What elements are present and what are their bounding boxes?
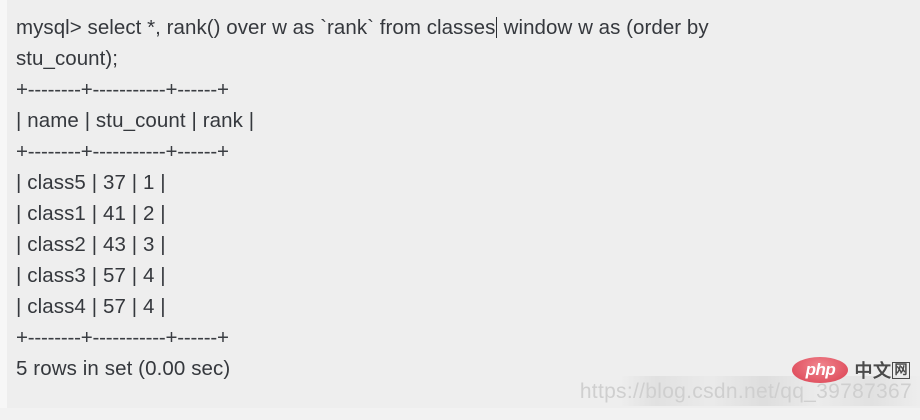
left-edge-strip [0,0,7,420]
query-text-after-caret: window w as (order by [497,16,709,39]
table-separator-middle: +--------+-----------+------+ [16,140,229,163]
table-header-row: | name | stu_count | rank | [16,109,255,132]
query-text-before-caret: mysql> select *, rank() over w as `rank`… [16,16,496,39]
bottom-edge-strip [0,408,920,420]
brand-cn-boxed-char: 网 [892,361,910,379]
text-caret [495,17,498,38]
table-row: | class2 | 43 | 3 | [16,233,166,256]
brand-cn-text: 中文 [854,361,892,382]
table-separator-bottom: +--------+-----------+------+ [16,326,229,349]
result-status-line: 5 rows in set (0.00 sec) [16,357,231,380]
table-separator-top: +--------+-----------+------+ [16,78,229,101]
table-row: | class1 | 41 | 2 | [16,202,166,225]
brand-chinese-label: 中文网 [854,357,910,383]
console-text-body[interactable]: mysql> select *, rank() over w as `rank`… [0,6,920,384]
table-row: | class4 | 57 | 4 | [16,295,166,318]
table-row: | class5 | 37 | 1 | [16,171,166,194]
php-brand-watermark: php 中文网 [792,357,910,383]
compression-smudge [620,376,920,406]
query-line-2: stu_count); [16,47,118,70]
php-logo-text: php [805,360,836,379]
table-row: | class3 | 57 | 4 | [16,264,166,287]
query-line-1: mysql> select *, rank() over w as `rank`… [16,12,920,43]
csdn-watermark-url: https://blog.csdn.net/qq_39787367 [579,380,912,403]
php-logo-icon: php [792,357,849,383]
